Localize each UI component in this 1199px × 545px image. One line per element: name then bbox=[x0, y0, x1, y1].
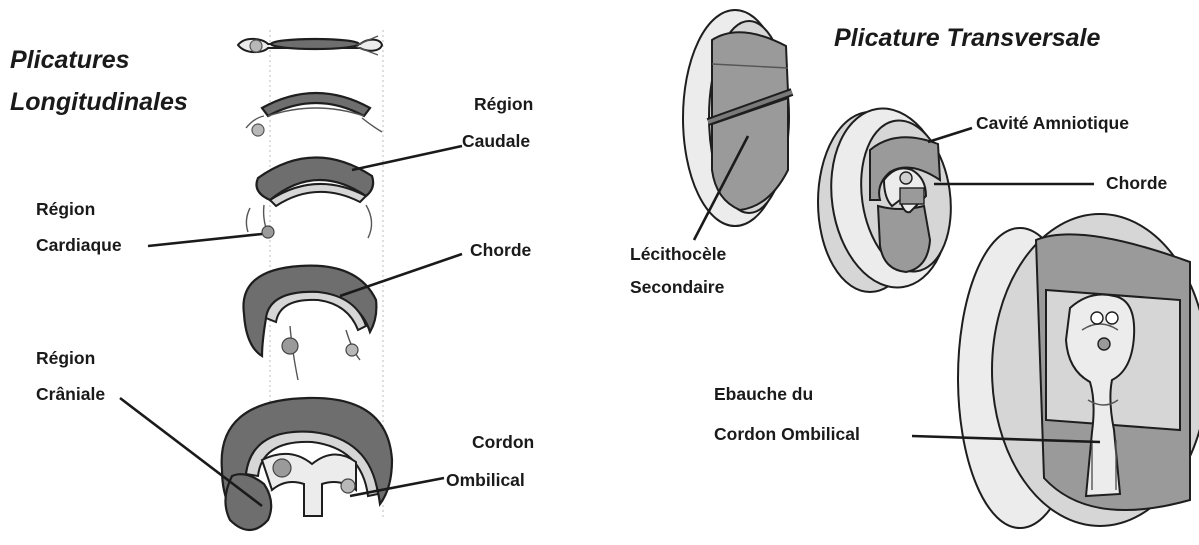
label-cavite-amniotique: Cavité Amniotique bbox=[976, 113, 1129, 133]
label-lecithocele-2: Secondaire bbox=[630, 277, 725, 297]
label-region-caudale-2: Caudale bbox=[462, 131, 530, 151]
leader-caudale bbox=[352, 146, 462, 170]
label-lecithocele-1: Lécithocèle bbox=[630, 244, 727, 264]
label-region-craniale-1: Région bbox=[36, 348, 95, 368]
embryo-stage-5 bbox=[222, 398, 392, 530]
label-cordon-1: Cordon bbox=[472, 432, 534, 452]
leader-cardiaque bbox=[148, 234, 262, 246]
embryo-stage-4 bbox=[243, 266, 376, 380]
label-ebauche-1: Ebauche du bbox=[714, 384, 813, 404]
label-cordon-2: Ombilical bbox=[446, 470, 525, 490]
title-longitudinal-line1: Plicatures bbox=[10, 46, 130, 74]
label-chorde-right: Chorde bbox=[1106, 173, 1168, 193]
leader-chorde-left bbox=[340, 254, 462, 296]
transverse-section-1 bbox=[683, 10, 792, 226]
label-region-cardiaque-1: Région bbox=[36, 199, 95, 219]
title-longitudinal-line2: Longitudinales bbox=[10, 88, 188, 116]
title-transverse: Plicature Transversale bbox=[834, 24, 1100, 52]
label-ebauche-2: Cordon Ombilical bbox=[714, 424, 860, 444]
embryo-stage-1 bbox=[238, 36, 382, 55]
transverse-section-2 bbox=[818, 101, 960, 295]
transverse-folding-panel bbox=[683, 10, 1199, 528]
label-region-cardiaque-2: Cardiaque bbox=[36, 235, 122, 255]
transverse-section-3 bbox=[958, 214, 1199, 528]
label-chorde-left: Chorde bbox=[470, 240, 532, 260]
embryo-stage-2 bbox=[246, 93, 382, 136]
label-region-caudale-1: Région bbox=[474, 94, 533, 114]
leader-amniotique bbox=[928, 128, 972, 142]
label-region-craniale-2: Crâniale bbox=[36, 384, 105, 404]
